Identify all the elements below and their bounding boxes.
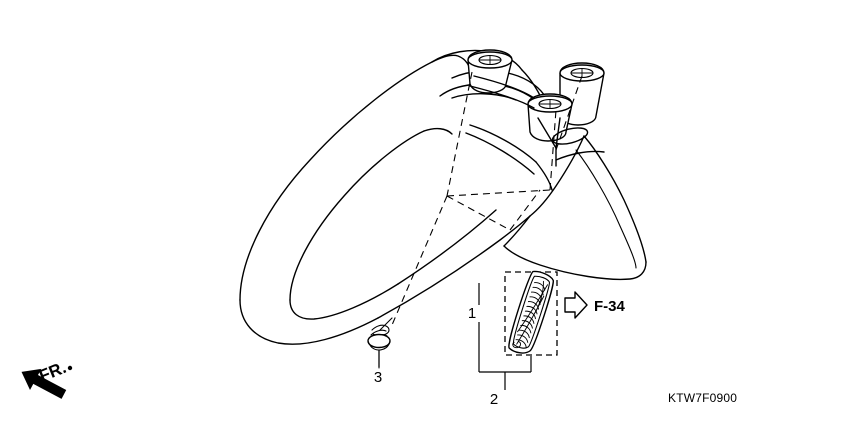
fender-emblem-group bbox=[504, 270, 558, 356]
reference-label: F-34 bbox=[594, 298, 626, 315]
callout-leaders bbox=[378, 283, 532, 390]
fender-emblem bbox=[508, 270, 554, 354]
front-direction-arrow bbox=[21, 368, 67, 399]
reference-callout: F-34 bbox=[564, 291, 626, 319]
mounting-bosses bbox=[467, 49, 605, 167]
front-direction-period bbox=[67, 365, 73, 371]
screw-head bbox=[367, 333, 391, 349]
emblem-dashed-box bbox=[504, 271, 558, 356]
callout-label-2: 2 bbox=[490, 391, 498, 408]
callout-label-1: 1 bbox=[468, 305, 476, 322]
hidden-construction-lines bbox=[391, 71, 583, 326]
front-fender-body bbox=[239, 49, 647, 345]
callout-label-3: 3 bbox=[374, 369, 382, 386]
reference-arrow-icon bbox=[564, 291, 588, 319]
part-number-label: KTW7F0900 bbox=[668, 391, 737, 405]
